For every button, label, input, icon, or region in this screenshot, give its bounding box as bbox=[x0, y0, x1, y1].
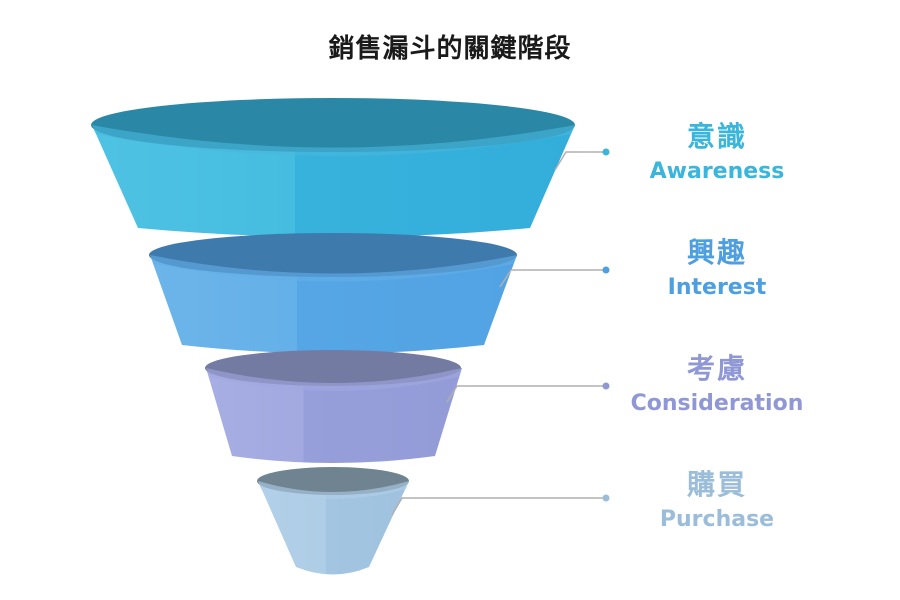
connector-consideration bbox=[446, 382, 610, 403]
connector-interest bbox=[499, 266, 610, 288]
stage-name-zh: 興趣 bbox=[686, 236, 747, 269]
connector-awareness bbox=[554, 148, 610, 171]
stage-name-en: Awareness bbox=[649, 159, 785, 185]
stage-name-zh: 考慮 bbox=[686, 352, 747, 385]
stage-name-zh: 購買 bbox=[686, 468, 747, 501]
stage-label-purchase: 購買 Purchase bbox=[587, 468, 847, 533]
stage-name-en: Purchase bbox=[659, 507, 775, 533]
stage-label-awareness: 意識 Awareness bbox=[587, 120, 847, 185]
stage-label-consideration: 考慮 Consideration bbox=[587, 352, 847, 417]
stage-label-interest: 興趣 Interest bbox=[587, 236, 847, 301]
diagram-title: 銷售漏斗的關鍵階段 bbox=[328, 34, 572, 64]
stage-name-en: Interest bbox=[667, 275, 767, 301]
funnel-stage-interest bbox=[149, 233, 517, 354]
funnel-stage-purchase bbox=[257, 467, 409, 575]
stage-name-en: Consideration bbox=[630, 391, 804, 417]
stage-name-zh: 意識 bbox=[686, 120, 747, 153]
funnel-stage-awareness bbox=[91, 98, 575, 237]
funnel-stage-consideration bbox=[205, 350, 462, 463]
connector-purchase bbox=[391, 494, 610, 516]
